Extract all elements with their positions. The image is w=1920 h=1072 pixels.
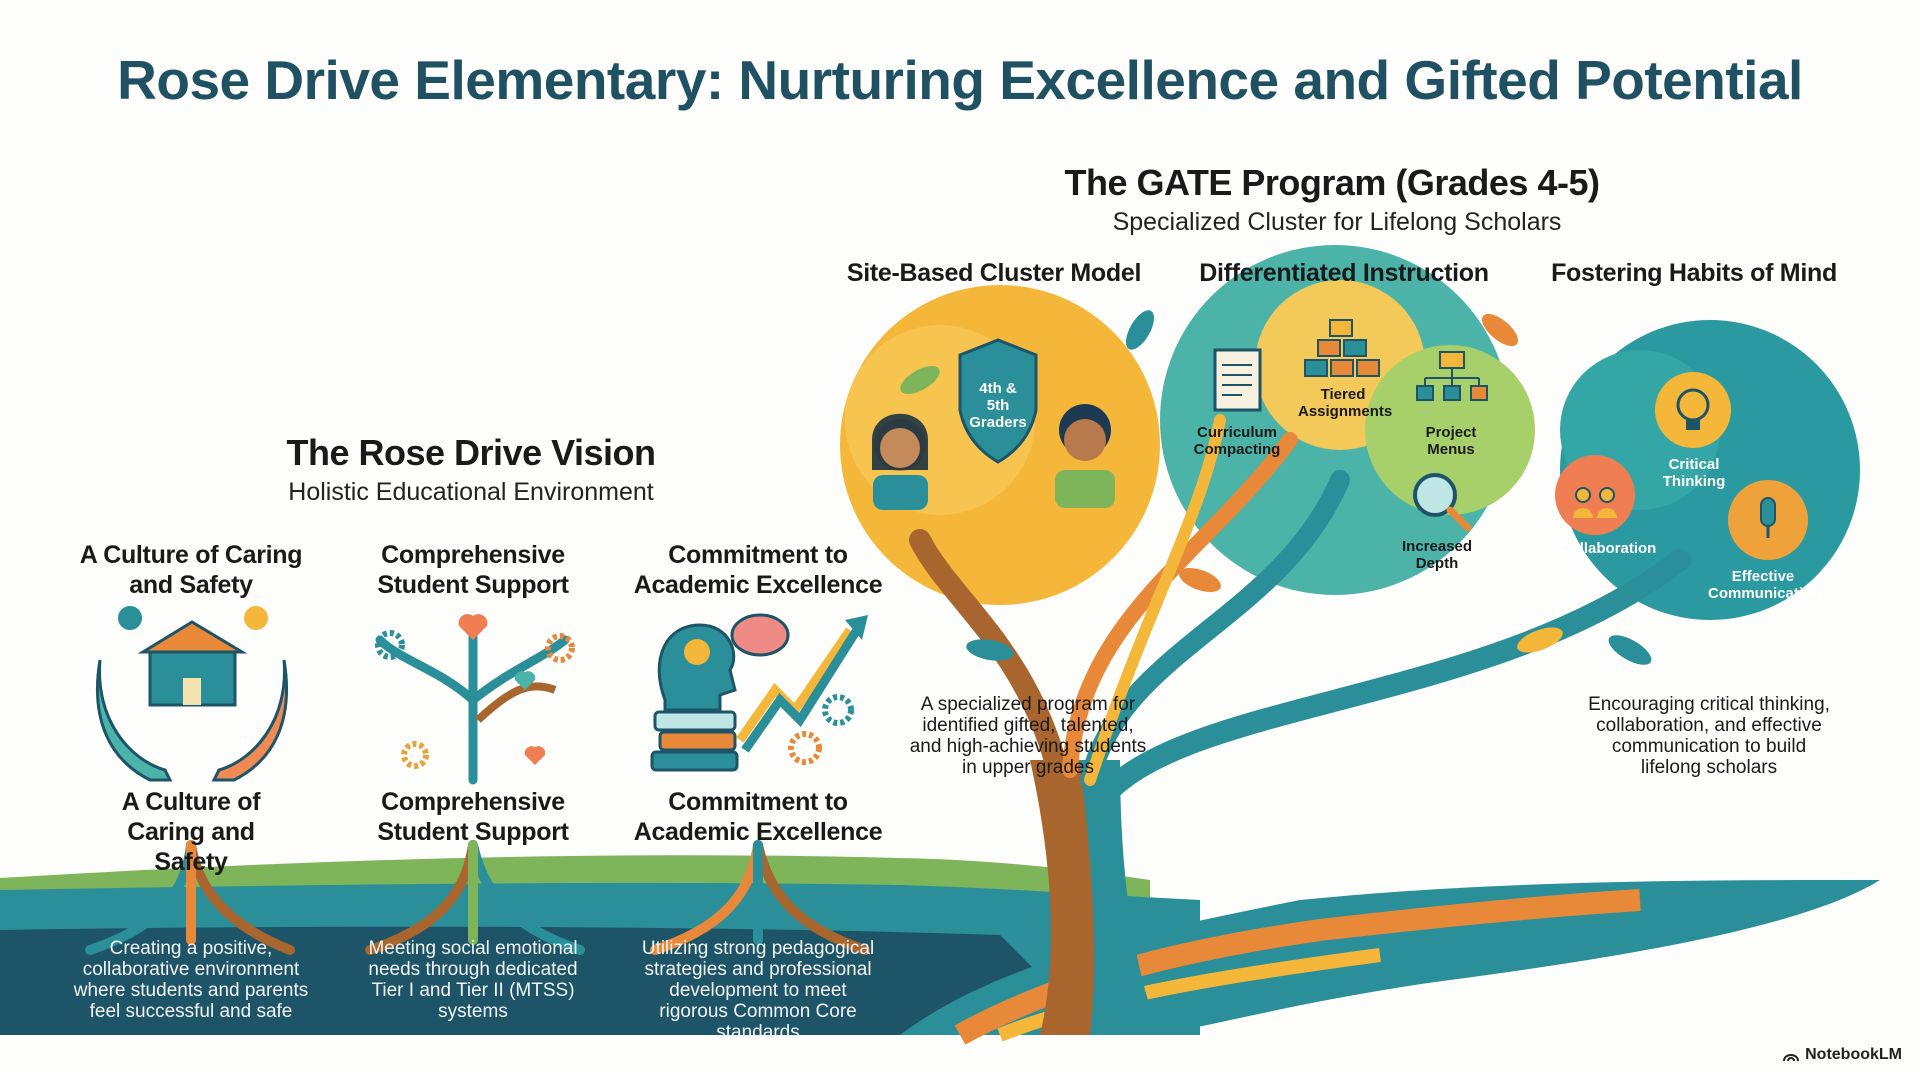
pillar-root-label: A Culture of Caring and Safety (121, 788, 261, 876)
magnifying-glass-icon (1413, 473, 1472, 532)
gate-subtitle: Specialized Cluster for Lifelong Scholar… (1112, 208, 1562, 236)
shield-icon (958, 338, 1038, 464)
canopy-item: Effective Communication (1708, 568, 1822, 602)
ground-deep (0, 926, 1100, 1035)
tree-hearts-gears-icon (375, 614, 575, 785)
gate-branch-heading: Site-Based Cluster Model (846, 259, 1142, 287)
canopy-item: Project Menus (1425, 424, 1477, 458)
student-girl-icon (872, 413, 928, 510)
pillar-heading: Comprehensive Student Support (377, 541, 569, 599)
canopy-item: Critical Thinking (1662, 456, 1726, 490)
tiered-blocks-icon (1304, 319, 1380, 377)
gate-right-description: Encouraging critical thinking, collabora… (1588, 694, 1830, 778)
gate-left-description: A specialized program for identified gif… (909, 694, 1147, 778)
head-books-growth-arrow-icon (650, 613, 868, 772)
pillar-root-label: Comprehensive Student Support (377, 788, 569, 846)
gate-title: The GATE Program (Grades 4-5) (1064, 162, 1600, 203)
pillar-root-label: Commitment to Academic Excellence (633, 788, 883, 846)
vision-title: The Rose Drive Vision (286, 432, 656, 473)
scroll-document-icon (1213, 348, 1262, 412)
pillar-roots (85, 840, 870, 955)
pillar-description: Creating a positive, collaborative envir… (73, 938, 309, 1022)
lightbulb-icon (1655, 372, 1731, 448)
collaboration-people-icon (1555, 455, 1635, 535)
notebooklm-logo-icon (1783, 1054, 1800, 1062)
canopy-item: Curriculum Compacting (1193, 424, 1281, 458)
gate-branch-heading: Fostering Habits of Mind (1551, 259, 1837, 287)
canopy-item: Collaboration (1559, 540, 1657, 557)
canopy-item: 4th & 5th Graders (969, 380, 1027, 431)
canopy-item: Tiered Assignments (1298, 386, 1393, 420)
watermark-text: NotebookLM (1805, 1046, 1902, 1063)
pillar-description: Meeting social emotional needs through d… (368, 938, 578, 1022)
student-boy-icon (1055, 404, 1115, 508)
gate-branch-heading: Differentiated Instruction (1199, 259, 1489, 287)
watermark: NotebookLM (1782, 1046, 1902, 1064)
page-title: Rose Drive Elementary: Nurturing Excelle… (117, 49, 1803, 111)
tree-branches (909, 414, 1691, 801)
microphone-icon (1728, 480, 1808, 560)
pillar-heading: Commitment to Academic Excellence (633, 541, 883, 599)
hierarchy-menu-icon (1416, 351, 1488, 401)
leaves (900, 310, 1652, 665)
hands-holding-school-icon (95, 606, 289, 782)
pillar-heading: A Culture of Caring and Safety (79, 541, 303, 599)
vision-subtitle: Holistic Educational Environment (288, 478, 654, 506)
pillar-description: Utilizing strong pedagogical strategies … (641, 938, 875, 1043)
root-swirl-yellow (997, 948, 1381, 1042)
canopy-item: Increased Depth (1402, 538, 1473, 572)
